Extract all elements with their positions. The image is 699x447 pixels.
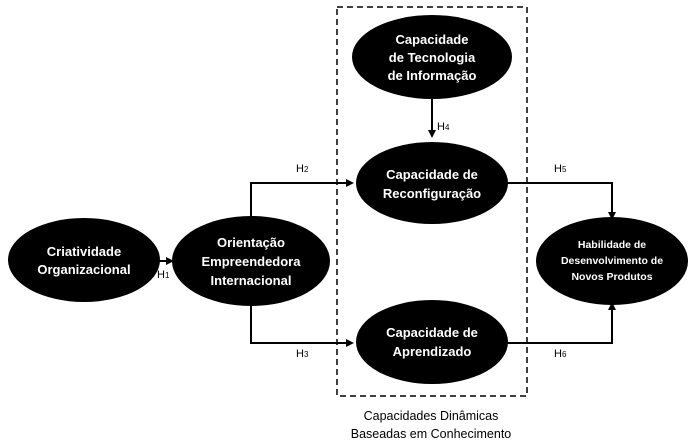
label-h2: H2 [296, 163, 309, 175]
edge-h6 [507, 302, 616, 344]
node-orientacao-line-2: Empreendedora [202, 254, 302, 269]
node-habilidade-desenvolvimento: Habilidade de Desenvolvimento de Novos P… [536, 217, 688, 305]
node-tecnologia-line-3: de Informação [388, 68, 477, 83]
node-habilidade-line-3: Novos Produtos [571, 271, 652, 283]
node-capacidade-reconfiguracao: Capacidade de Reconfiguração [356, 142, 508, 224]
node-criatividade-organizacional: Criatividade Organizacional [8, 218, 160, 302]
node-habilidade-line-1: Habilidade de [578, 239, 646, 251]
node-tecnologia-line-1: Capacidade [396, 32, 469, 47]
edge-h2 [250, 179, 354, 226]
node-capacidade-tecnologia-informacao: Capacidade de Tecnologia de Informação [352, 15, 512, 99]
node-reconfiguracao-line-2: Reconfiguração [383, 186, 481, 201]
node-habilidade-line-2: Desenvolvimento de [561, 255, 663, 267]
dynamic-capabilities-group-box [336, 6, 528, 397]
label-h6: H6 [554, 348, 567, 360]
node-orientacao-line-1: Orientação [217, 235, 285, 250]
node-criatividade-line-2: Organizacional [37, 262, 130, 277]
label-h3: H3 [296, 348, 309, 360]
node-reconfiguracao-line-1: Capacidade de [386, 167, 478, 182]
node-aprendizado-line-1: Capacidade de [386, 325, 478, 340]
node-orientacao-line-3: Internacional [211, 273, 292, 288]
node-capacidade-aprendizado: Capacidade de Aprendizado [356, 300, 508, 384]
node-aprendizado-line-2: Aprendizado [393, 344, 472, 359]
label-h1: H1 [157, 269, 170, 281]
label-h4: H4 [437, 121, 450, 133]
edge-h3 [250, 296, 354, 347]
edge-h5 [507, 182, 616, 220]
node-tecnologia-line-2: de Tecnologia [389, 50, 476, 65]
group-caption-line-1: Capacidades Dinâmicas [364, 409, 499, 423]
group-caption-line-2: Baseadas em Conhecimento [351, 427, 512, 441]
node-orientacao-empreendedora: Orientação Empreendedora Internacional [172, 216, 330, 306]
node-criatividade-line-1: Criatividade [47, 244, 121, 259]
label-h5: H5 [554, 163, 567, 175]
